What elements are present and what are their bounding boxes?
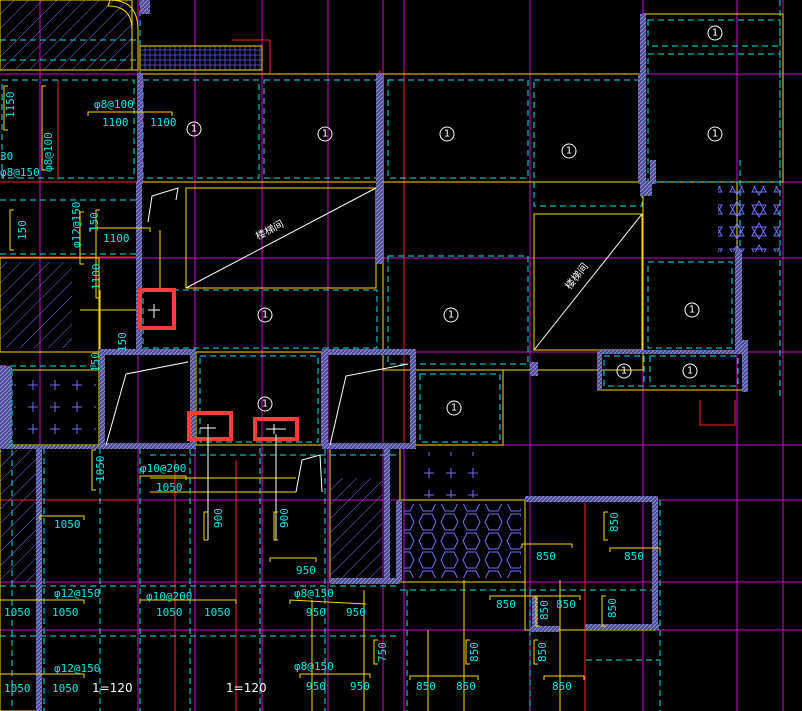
slab-mark-10: 1 [257, 396, 273, 412]
rebar-labels: φ8@100 φ8@100 φ8@150 φ12@150 φ10@200 φ12… [0, 98, 334, 675]
dim-label: 950 [296, 564, 316, 577]
dim-label: 950 [306, 606, 326, 619]
dim-label: 850 [468, 642, 481, 662]
dim-label: 150 [89, 352, 102, 372]
svg-text:1: 1 [262, 310, 268, 321]
dim-label: 1050 [52, 606, 79, 619]
dim-label: 850 [556, 598, 576, 611]
slab-mark-3: 1 [439, 126, 455, 142]
slab-mark-8: 1 [443, 307, 459, 323]
svg-text:1: 1 [451, 403, 457, 414]
scale-label-2: 1=120 [226, 681, 267, 695]
rebar-label: φ8@150 [294, 587, 334, 600]
svg-text:1: 1 [687, 366, 693, 377]
slab-mark-2: 1 [317, 126, 333, 142]
dim-label: 1100 [90, 264, 103, 291]
slab-mark-1: 1 [186, 121, 202, 137]
svg-text:1: 1 [689, 305, 695, 316]
svg-text:1: 1 [262, 399, 268, 410]
dim-label: 1050 [54, 518, 81, 531]
dim-label: 1050 [156, 481, 183, 494]
dim-label: 1050 [4, 682, 31, 695]
dim-label: 150 [16, 220, 29, 240]
dim-label: 150 [116, 332, 129, 352]
slab-mark-4: 1 [561, 143, 577, 159]
dim-label: 850 [538, 600, 551, 620]
slab-mark-11: 1 [446, 400, 462, 416]
slab-marks: 1 1 1 1 1 1 1 1 1 1 1 1 1 [186, 25, 723, 416]
dim-label: 900 [278, 508, 291, 528]
dim-label: 950 [306, 680, 326, 693]
scale-label-1: 1=120 [92, 681, 133, 695]
opening-diagonals [105, 187, 643, 493]
svg-text:1: 1 [322, 129, 328, 140]
svg-text:1: 1 [191, 124, 197, 135]
dim-label: 1050 [52, 682, 79, 695]
wall-hatches [0, 0, 748, 711]
dim-label: 850 [552, 680, 572, 693]
dim-label: 850 [606, 598, 619, 618]
highlight-box-2[interactable] [187, 411, 233, 441]
rebar-label: φ12@150 [54, 587, 100, 600]
dim-label: 850 [536, 550, 556, 563]
rebar-label: φ12@150 [54, 662, 100, 675]
rebar-label: φ10@200 [140, 462, 186, 475]
opening-label-1: 楼梯间 [253, 217, 286, 243]
svg-text:1: 1 [712, 28, 718, 39]
dimension-ticks [0, 85, 661, 711]
dim-label: 850 [456, 680, 476, 693]
rebar-label: φ10@200 [146, 590, 192, 603]
rebar-label: φ8@100 [94, 98, 134, 111]
dim-label: 1050 [94, 456, 107, 483]
opening-label-2: 楼梯间 [562, 260, 591, 292]
dim-label: 1050 [204, 606, 231, 619]
rebar-label: φ8@150 [294, 660, 334, 673]
dim-label: 850 [496, 598, 516, 611]
dim-label: 850 [608, 512, 621, 532]
slab-mark-9: 1 [684, 302, 700, 318]
dim-label: 850 [536, 642, 549, 662]
dim-label: 1100 [103, 232, 130, 245]
dim-label: 1050 [4, 606, 31, 619]
fill-hatches [0, 0, 780, 582]
svg-text:1: 1 [444, 129, 450, 140]
dimension-labels: 1150 1100 1100 150 1100 1100 150 150 150… [0, 92, 644, 696]
svg-text:1: 1 [712, 129, 718, 140]
rebar-label: φ12@150 [70, 202, 83, 248]
svg-text:1: 1 [566, 146, 572, 157]
slab-mark-12: 1 [616, 363, 632, 379]
highlight-box-1[interactable] [138, 288, 176, 330]
dim-label: 1050 [156, 606, 183, 619]
slab-mark-5: 1 [707, 25, 723, 41]
dim-label: 1150 [4, 92, 17, 119]
dim-label: 950 [346, 606, 366, 619]
dim-label: 750 [376, 642, 389, 662]
slab-mark-6: 1 [707, 126, 723, 142]
beam-lines [0, 0, 781, 711]
dim-label: 950 [350, 680, 370, 693]
dim-label: 850 [624, 550, 644, 563]
highlight-boxes [138, 288, 299, 540]
dim-label: 850 [416, 680, 436, 693]
slab-mark-13: 1 [682, 363, 698, 379]
rebar-label: φ8@150 [0, 166, 40, 179]
dim-label: 30 [0, 150, 13, 163]
dim-label: 900 [212, 508, 225, 528]
slab-mark-7: 1 [257, 307, 273, 323]
rebar-label: φ8@100 [42, 132, 55, 172]
dim-label: 1100 [102, 116, 129, 129]
svg-text:1: 1 [448, 310, 454, 321]
dim-label: 1100 [150, 116, 177, 129]
dim-label: 150 [88, 212, 101, 232]
svg-text:1: 1 [621, 366, 627, 377]
